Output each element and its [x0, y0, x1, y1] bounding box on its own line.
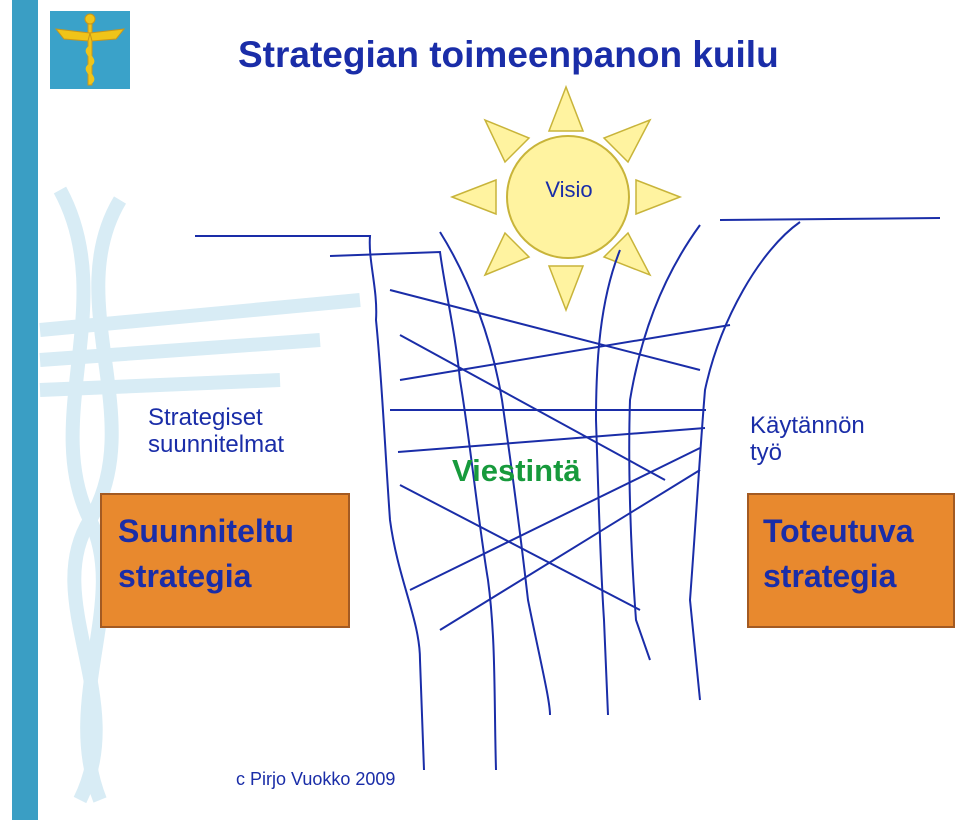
practical-work-label-line: työ	[750, 439, 783, 466]
logo	[50, 11, 130, 89]
strategic-plans-label-line: suunnitelmat	[148, 431, 285, 458]
sun-rays	[449, 84, 683, 313]
vision-label: Visio	[545, 177, 593, 202]
strategic-plans-label-line: Strategiset	[148, 404, 263, 431]
sun-ray	[547, 265, 585, 313]
sun-ray	[602, 231, 652, 277]
communication-label: Viestintä	[452, 453, 581, 488]
communication-lines	[389, 289, 731, 631]
sun-ray	[547, 84, 585, 132]
copyright-text: c Pirjo Vuokko 2009	[236, 769, 396, 789]
sun	[506, 135, 630, 259]
planned-strategy-box: Suunniteltu strategia	[100, 493, 350, 628]
practical-work-label-line: Käytännön	[750, 412, 865, 439]
sun-ray	[449, 178, 497, 216]
practical-work-label: Käytännön työ	[750, 412, 865, 466]
slide-title: Strategian toimeenpanon kuilu	[238, 34, 779, 75]
sun-ray	[602, 118, 652, 164]
caduceus-watermark-icon	[39, 186, 361, 804]
left-accent-bar	[12, 0, 38, 820]
realized-strategy-line: strategia	[763, 558, 897, 594]
sun-ray	[635, 178, 683, 216]
planned-strategy-line: strategia	[118, 558, 252, 594]
chasm-walls	[195, 217, 941, 771]
realized-strategy-line: Toteutuva	[763, 513, 914, 549]
strategic-plans-label: Strategiset suunnitelmat	[148, 404, 284, 458]
caduceus-wings-icon	[54, 13, 126, 86]
planned-strategy-line: Suunniteltu	[118, 513, 294, 549]
sun-ray	[483, 231, 531, 277]
realized-strategy-box: Toteutuva strategia	[747, 493, 955, 628]
sun-ray	[483, 118, 531, 164]
